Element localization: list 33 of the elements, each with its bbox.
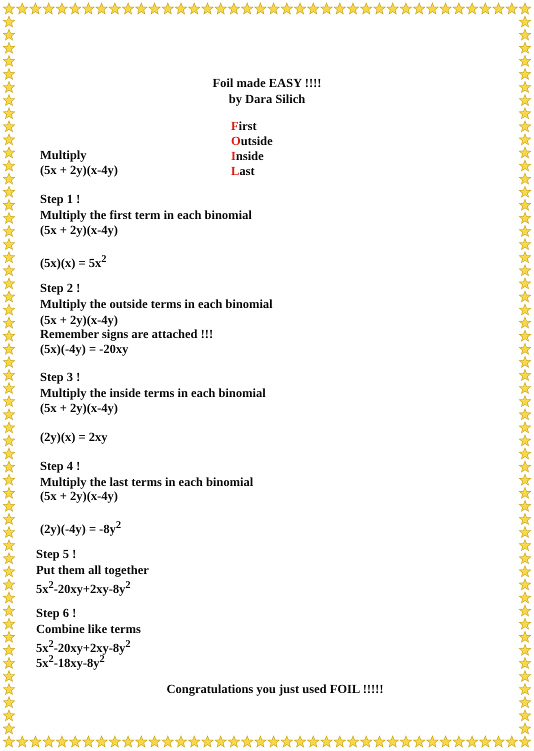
- math-expression: (2y)(x) = 2xy: [40, 430, 108, 445]
- math-expression: (5x + 2y)(x-4y): [40, 489, 118, 504]
- math-expression: 5x$^{2}$-20xy+2xy-8y$^{2}$: [36, 638, 131, 656]
- instruction-text: Put them all together: [36, 563, 149, 578]
- instruction-text: Step 6 !: [36, 606, 76, 621]
- instruction-text: Step 4 !: [40, 459, 80, 474]
- title: Foil made EASY !!!!: [212, 76, 322, 91]
- byline: by Dara Silich: [228, 92, 306, 107]
- acronym-word: Outside: [231, 134, 273, 149]
- math-expression: (5x + 2y)(x-4y): [40, 401, 118, 416]
- instruction-text: Combine like terms: [36, 622, 141, 637]
- instruction-text: Step 2 !: [40, 281, 80, 296]
- acronym-word: First: [231, 119, 257, 134]
- math-expression: (2y)(-4y) = -8y$^{2}$: [40, 519, 122, 538]
- instruction-text: Multiply the last terms in each binomial: [40, 475, 254, 490]
- instruction-text: Step 1 !: [40, 192, 80, 207]
- closing-text: Congratulations you just used FOIL !!!!!: [166, 682, 384, 697]
- math-expression: (5x)(x) = 5x$^{2}$: [40, 253, 106, 272]
- instruction-text: Multiply the first term in each binomial: [40, 208, 252, 223]
- instruction-text: Multiply the outside terms in each binomial: [40, 297, 273, 312]
- instruction-text: Step 3 !: [40, 370, 80, 385]
- instruction-text: Remember signs are attached !!!: [40, 327, 214, 342]
- math-expression: (5x)(-4y) = -20xy: [40, 342, 128, 357]
- math-expression: 5x$^{2}$-18xy-8y$^{2}$: [36, 654, 105, 672]
- math-expression: (5x + 2y)(x-4y): [40, 223, 118, 238]
- instruction-text: Multiply: [40, 148, 87, 163]
- math-expression: 5x$^{2}$-20xy+2xy-8y$^{2}$: [36, 579, 131, 598]
- acronym-word: Last: [231, 164, 255, 179]
- instruction-text: Multiply the inside terms in each binomial: [40, 386, 266, 401]
- instruction-text: Step 5 !: [36, 547, 76, 562]
- acronym-word: Inside: [231, 149, 264, 164]
- math-expression: (5x + 2y)(x-4y): [40, 163, 118, 178]
- math-expression: (5x + 2y)(x-4y): [40, 313, 118, 328]
